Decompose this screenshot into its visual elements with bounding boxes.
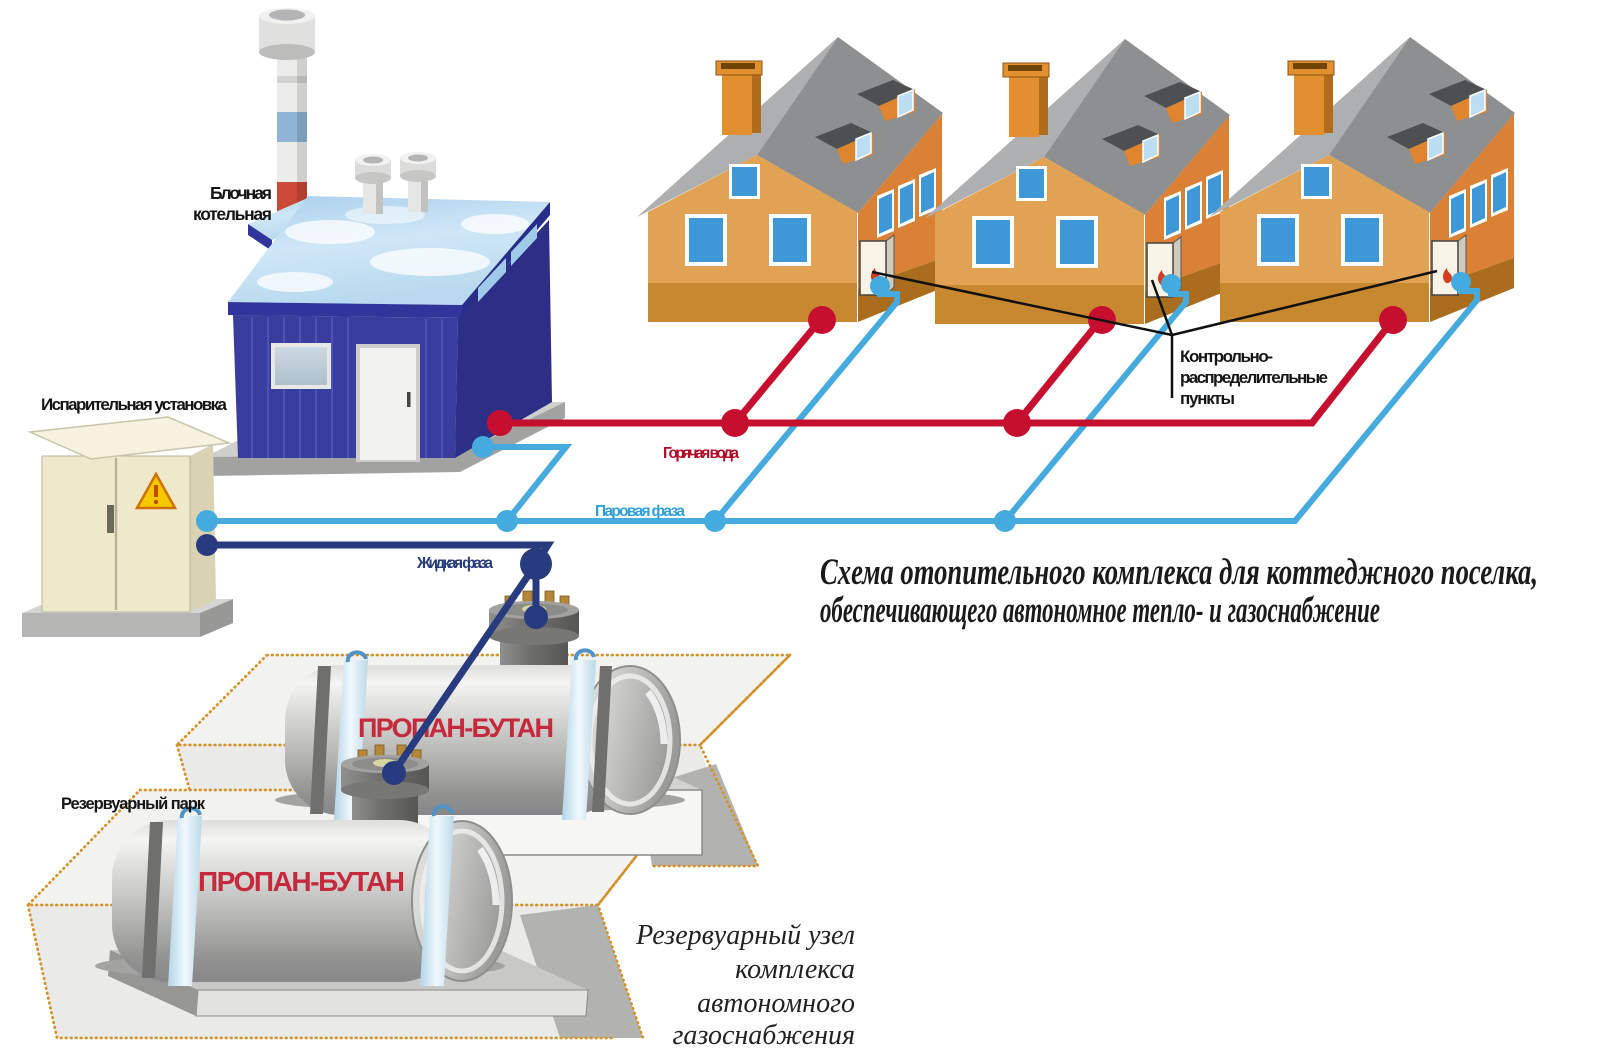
control-points-label-line2: распределительные (1180, 368, 1328, 387)
hook-icon (431, 804, 454, 817)
evaporator-label: Испарительная установка (41, 395, 228, 414)
caption-line3: автономного (697, 988, 855, 1019)
boiler-front-wall (233, 315, 458, 458)
caption-line1: Резервуарный узел (635, 920, 855, 951)
warning-triangle-icon (134, 471, 178, 510)
evaporator-cabinet (22, 416, 233, 637)
diagram-title-line1: Схема отопительного комплекса для коттед… (820, 552, 1538, 593)
hook-icon (573, 648, 596, 661)
liquid-phase-nodes (196, 534, 552, 785)
hot-water-nodes (487, 306, 1407, 437)
boiler-label-line2: котельная (193, 204, 272, 224)
rear-tank-label: ПРОПАН-БУТАН (358, 713, 555, 743)
front-tank-label: ПРОПАН-БУТАН (198, 866, 406, 897)
cabinet-roof (27, 416, 232, 460)
vapor-phase-label: Паровая фаза (595, 503, 685, 520)
control-point-callouts (871, 269, 1438, 398)
diagram-title-line2: обеспечивающего автономное тепло- и газо… (820, 590, 1380, 631)
liquid-phase-label: Жидкая фаза (416, 555, 493, 572)
caption-line4: газоснабжения (672, 1020, 855, 1051)
tank-park-label: Резервуарный парк (61, 795, 206, 813)
control-points-label-line3: пункты (1180, 389, 1235, 408)
boiler-label-line1: Блочная (210, 183, 272, 203)
boiler-side-wall (455, 220, 552, 458)
front-tank-assembly: ПРОПАН-БУТАН (95, 744, 589, 1017)
hot-water-pipe (500, 315, 1396, 427)
control-points-label-line1: Контрольно- (1180, 347, 1273, 366)
hook-icon (179, 806, 202, 819)
hook-icon (345, 650, 368, 663)
vapor-phase-nodes (196, 272, 1471, 532)
hot-water-label: Горячая вода (663, 445, 739, 462)
caption-line2: комплекса (735, 954, 855, 985)
cabinet-pad (200, 599, 233, 637)
boiler-house (205, 8, 565, 476)
cabinet-handle (107, 505, 114, 533)
front-tank-body (112, 820, 457, 982)
chimney (259, 8, 315, 230)
